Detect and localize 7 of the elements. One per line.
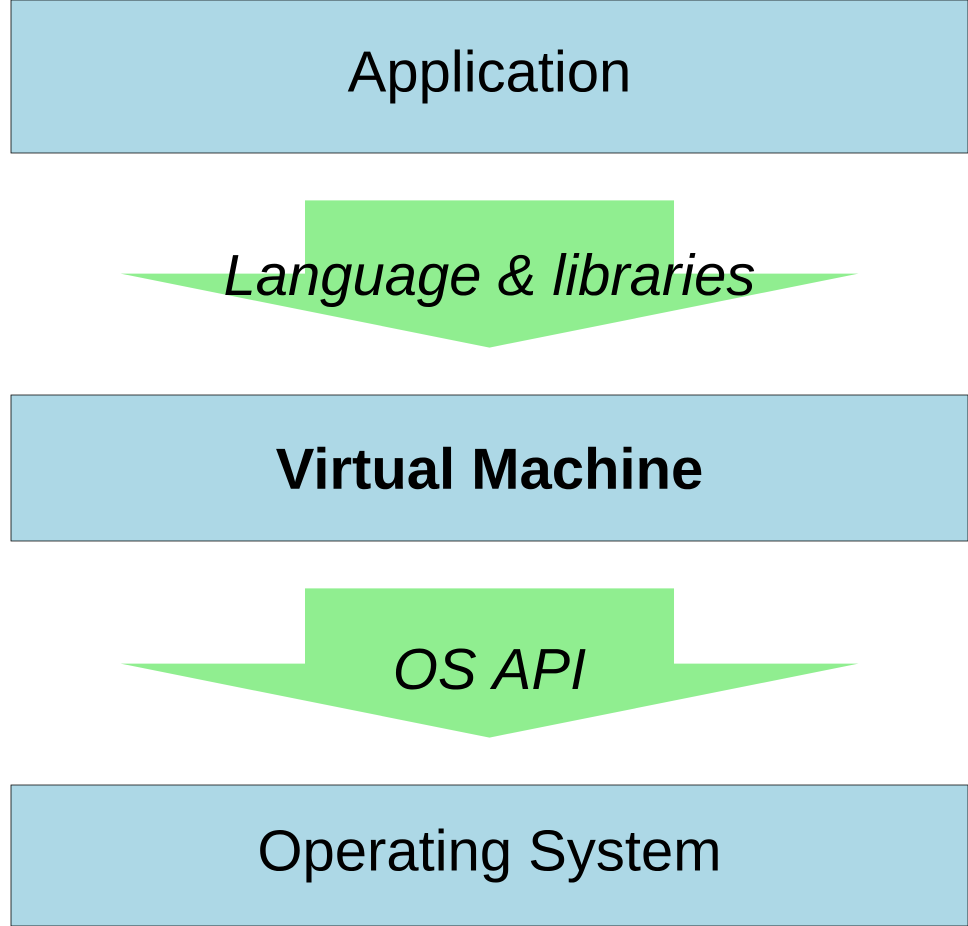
block-arrow — [120, 200, 859, 348]
layer-box: Virtual Machine — [10, 394, 968, 542]
edge-label: Language & libraries — [225, 252, 754, 308]
edge-label: OS API — [396, 648, 586, 690]
layer-box: Operating System — [10, 784, 968, 926]
layer-box: Application — [10, 0, 968, 154]
block-arrow — [120, 588, 859, 738]
